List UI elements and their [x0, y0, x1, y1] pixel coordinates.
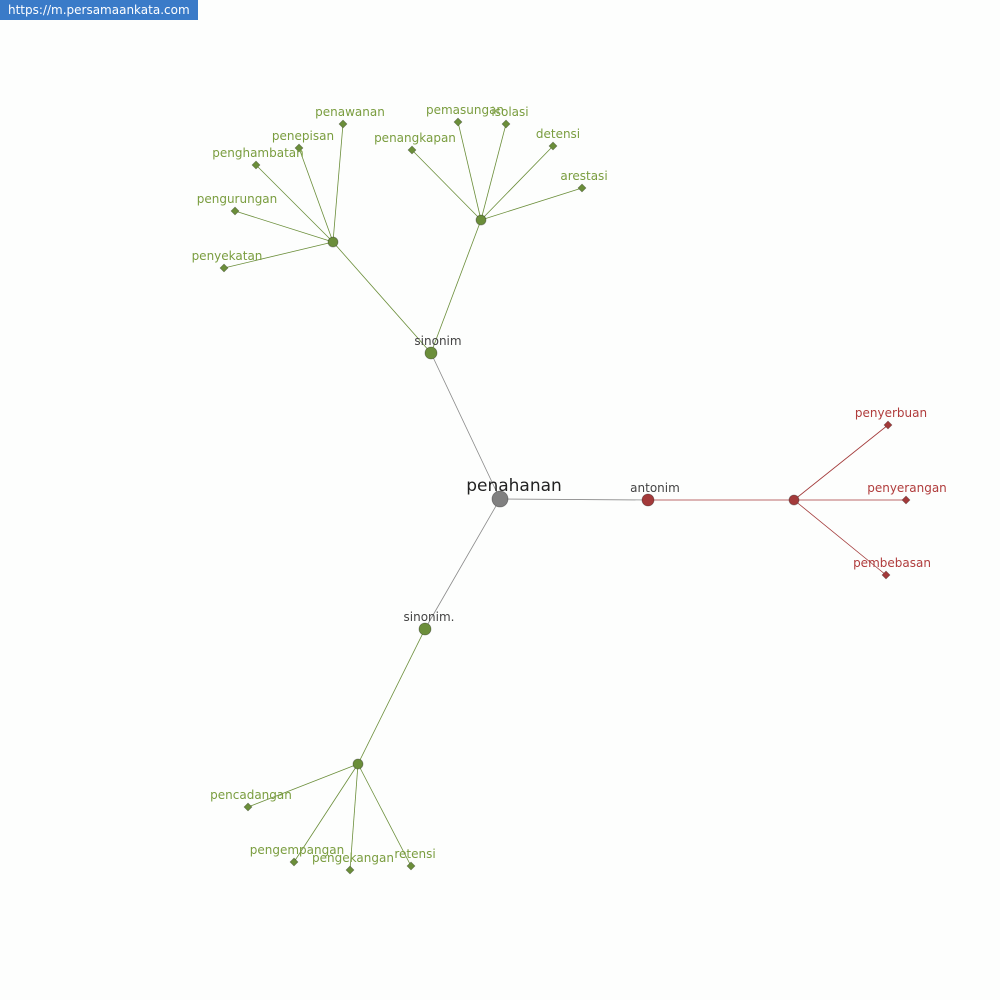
word-label-isolasi[interactable]: isolasi	[491, 105, 528, 119]
word-label-pengurungan[interactable]: pengurungan	[197, 192, 278, 206]
word-node-penangkapan[interactable]	[407, 145, 417, 155]
source-link[interactable]: https://m.persamaankata.com	[0, 0, 198, 20]
word-label-pemasungan[interactable]: pemasungan	[426, 103, 504, 117]
edge-g3-to-retensi	[357, 763, 412, 867]
group-node-g4	[788, 494, 800, 506]
edge-g2-to-detensi	[480, 145, 554, 221]
edge-g3-to-pengekangan	[349, 763, 359, 871]
word-label-penepisan[interactable]: penepisan	[272, 129, 334, 143]
edge-g1-to-penghambatan	[255, 164, 334, 243]
word-node-penyerangan[interactable]	[901, 495, 911, 505]
edge-sinonim-1-to-g2	[430, 219, 482, 354]
word-label-penawanan[interactable]: penawanan	[315, 105, 385, 119]
word-node-pemasungan[interactable]	[453, 117, 463, 127]
word-node-pengempangan[interactable]	[289, 857, 299, 867]
edge-g3-to-pencadangan	[247, 763, 359, 808]
edge-g2-to-penangkapan	[411, 149, 482, 221]
edge-g1-to-pengurungan	[234, 210, 334, 243]
edge-g4-to-pembebasan	[793, 499, 887, 576]
graph-labels: penahanan sinonim sinonim. antonim penawanan…	[192, 103, 947, 865]
graph-nodes	[219, 117, 911, 875]
word-label-penghambatan[interactable]: penghambatan	[212, 146, 304, 160]
word-node-penyekatan[interactable]	[219, 263, 229, 273]
edge-g1-to-penepisan	[298, 147, 334, 243]
word-label-penangkapan[interactable]: penangkapan	[374, 131, 456, 145]
word-node-penghambatan[interactable]	[251, 160, 261, 170]
word-label-pembebasan[interactable]: pembebasan	[853, 556, 931, 570]
word-label-pencadangan[interactable]: pencadangan	[210, 788, 292, 802]
category-node-antonim[interactable]	[641, 493, 655, 507]
word-label-penyerbuan[interactable]: penyerbuan	[855, 406, 927, 420]
word-node-penawanan[interactable]	[338, 119, 348, 129]
edge-g2-to-pemasungan	[457, 121, 482, 221]
word-node-penepisan[interactable]	[294, 143, 304, 153]
word-node-isolasi[interactable]	[501, 119, 511, 129]
category-node-sinonim-1[interactable]	[424, 346, 438, 360]
edge-root-to-sinonim-2	[424, 498, 501, 630]
edge-g4-to-penyerbuan	[793, 424, 889, 501]
word-node-pencadangan[interactable]	[243, 802, 253, 812]
word-label-pengempangan[interactable]: pengempangan	[250, 843, 344, 857]
edge-sinonim-1-to-g1	[332, 241, 432, 354]
edge-root-to-antonim	[499, 498, 649, 501]
edge-g1-to-penyekatan	[223, 241, 334, 269]
group-node-g3	[352, 758, 364, 770]
word-label-penyekatan[interactable]: penyekatan	[192, 249, 263, 263]
edge-g2-to-isolasi	[480, 123, 507, 221]
word-node-retensi[interactable]	[406, 861, 416, 871]
category-label-sinonim-1[interactable]: sinonim	[414, 334, 461, 348]
edge-root-to-sinonim-1	[430, 352, 501, 500]
category-label-antonim[interactable]: antonim	[630, 481, 680, 495]
category-node-sinonim-2[interactable]	[418, 622, 432, 636]
word-node-pengurungan[interactable]	[230, 206, 240, 216]
edge-g2-to-arestasi	[480, 187, 583, 221]
root-node[interactable]	[491, 490, 509, 508]
word-node-detensi[interactable]	[548, 141, 558, 151]
word-node-arestasi[interactable]	[577, 183, 587, 193]
root-label[interactable]: penahanan	[466, 476, 562, 496]
group-node-g1	[327, 236, 339, 248]
graph-edges	[223, 121, 906, 871]
word-label-retensi[interactable]: retensi	[394, 847, 435, 861]
word-label-detensi[interactable]: detensi	[536, 127, 580, 141]
edge-g1-to-penawanan	[332, 123, 344, 243]
edge-sinonim-2-to-g3	[357, 628, 426, 765]
group-node-g2	[475, 214, 487, 226]
edge-g3-to-pengempangan	[293, 763, 359, 863]
word-label-arestasi[interactable]: arestasi	[560, 169, 607, 183]
word-node-pengekangan[interactable]	[345, 865, 355, 875]
word-label-pengekangan[interactable]: pengekangan	[312, 851, 394, 865]
category-label-sinonim-2[interactable]: sinonim.	[404, 610, 455, 624]
word-label-penyerangan[interactable]: penyerangan	[867, 481, 947, 495]
word-node-penyerbuan[interactable]	[883, 420, 893, 430]
word-node-pembebasan[interactable]	[881, 570, 891, 580]
